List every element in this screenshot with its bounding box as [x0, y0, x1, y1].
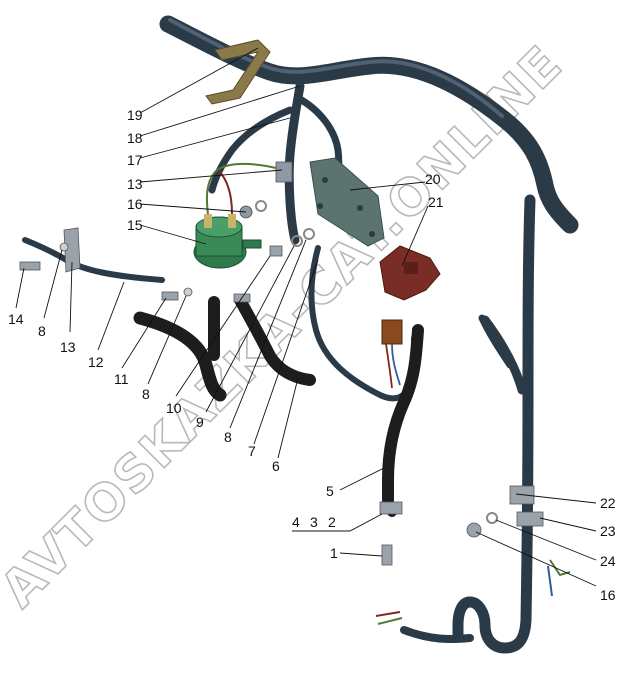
callout-4: 4	[292, 514, 300, 530]
callout-8-mid: 8	[142, 386, 150, 402]
callout-13-lower: 13	[60, 339, 76, 355]
callout-16-upper: 16	[127, 196, 143, 212]
callout-6: 6	[272, 458, 280, 474]
bracket-20	[275, 157, 385, 247]
callout-11: 11	[114, 371, 129, 387]
callout-10: 10	[166, 400, 182, 416]
callout-18: 18	[127, 130, 143, 146]
callout-23: 23	[600, 523, 616, 539]
callout-9: 9	[196, 414, 204, 430]
callout-24: 24	[600, 553, 616, 569]
callout-3: 3	[310, 514, 318, 530]
callout-16-lower: 16	[600, 587, 616, 603]
clip-19	[205, 39, 271, 105]
callout-8-right: 8	[224, 429, 232, 445]
callout-14: 14	[8, 311, 24, 327]
callout-1: 1	[330, 545, 338, 561]
callout-8-left: 8	[38, 323, 46, 339]
callout-labels: 19 18 17 13 16 15 20 21 14 8 13 12 11 8 …	[8, 107, 616, 603]
valve-15	[193, 162, 277, 269]
callout-7: 7	[248, 443, 256, 459]
callout-21: 21	[428, 194, 444, 210]
callout-12: 12	[88, 354, 104, 370]
leader-lines	[15, 47, 597, 587]
callout-15: 15	[127, 217, 143, 233]
callout-13-upper: 13	[127, 176, 143, 192]
callout-5: 5	[326, 483, 334, 499]
callout-2: 2	[328, 514, 336, 530]
callout-17: 17	[127, 152, 143, 168]
fasteners	[161, 200, 571, 625]
callout-22: 22	[600, 495, 616, 511]
connector-block-21	[379, 245, 441, 301]
black-hoses	[133, 294, 424, 517]
callout-19: 19	[127, 107, 143, 123]
left-assembly	[19, 227, 165, 283]
main-hose-18	[159, 15, 579, 654]
callout-20: 20	[425, 171, 441, 187]
